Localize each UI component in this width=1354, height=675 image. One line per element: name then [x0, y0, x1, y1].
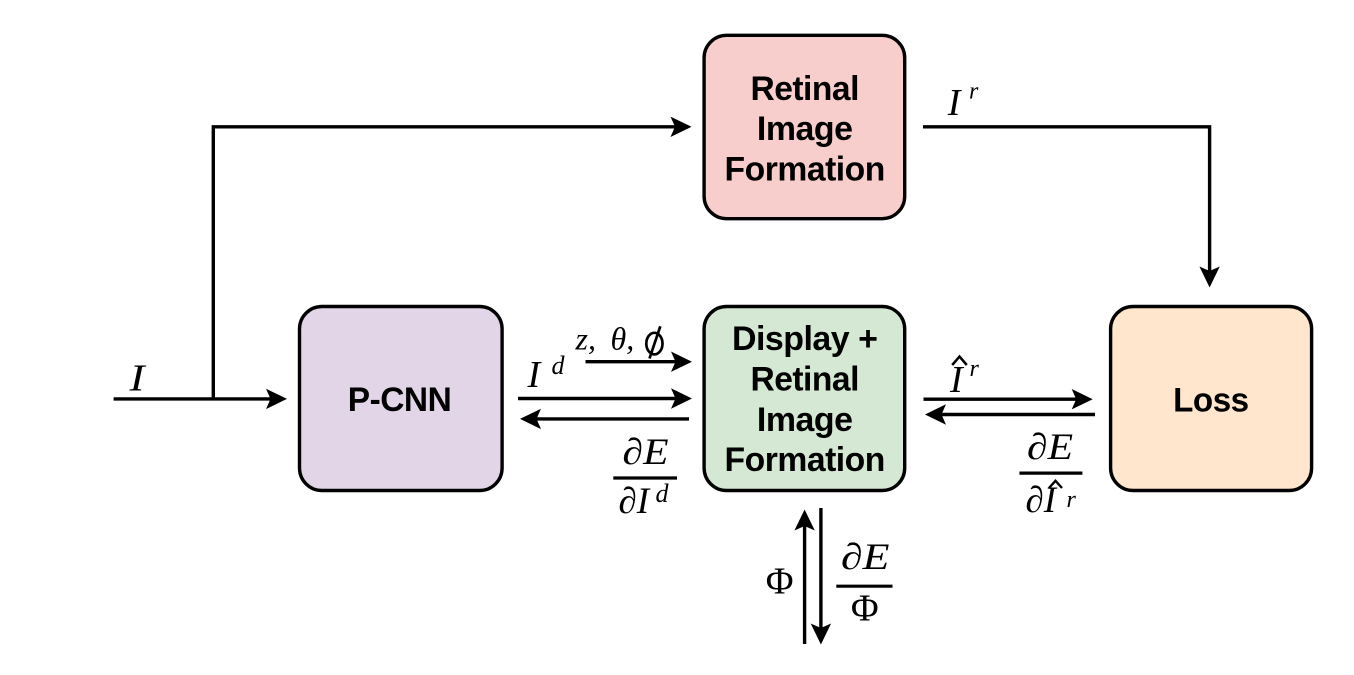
svg-text:Image: Image — [757, 110, 853, 148]
svg-text:P-CNN: P-CNN — [348, 381, 452, 419]
svg-text:I: I — [947, 82, 963, 124]
svg-text:d: d — [552, 351, 566, 380]
svg-text:I: I — [949, 359, 965, 401]
svg-text:Retinal: Retinal — [750, 361, 859, 399]
svg-text:Φ: Φ — [766, 561, 794, 603]
svg-text:Φ: Φ — [851, 588, 879, 630]
svg-text:I: I — [527, 354, 543, 396]
svg-text:d: d — [656, 479, 670, 508]
svg-text:θ,: θ, — [611, 320, 635, 356]
svg-text:∂I: ∂I — [1026, 480, 1058, 521]
svg-text:∂I: ∂I — [619, 481, 651, 522]
svg-text:r: r — [1067, 487, 1077, 513]
svg-text:Display +: Display + — [732, 320, 877, 358]
svg-text:r: r — [970, 356, 980, 382]
svg-text:Retinal: Retinal — [750, 70, 859, 108]
svg-text:Loss: Loss — [1173, 381, 1249, 419]
svg-text:I: I — [128, 357, 147, 399]
svg-text:Formation: Formation — [725, 441, 885, 479]
svg-text:Formation: Formation — [725, 150, 885, 188]
svg-text:Image: Image — [757, 401, 853, 439]
svg-text:r: r — [969, 79, 979, 105]
svg-text:∂E: ∂E — [841, 537, 890, 578]
svg-text:∂E: ∂E — [1027, 427, 1073, 468]
svg-text:∂E: ∂E — [623, 432, 669, 473]
svg-text:z,: z, — [575, 320, 596, 356]
